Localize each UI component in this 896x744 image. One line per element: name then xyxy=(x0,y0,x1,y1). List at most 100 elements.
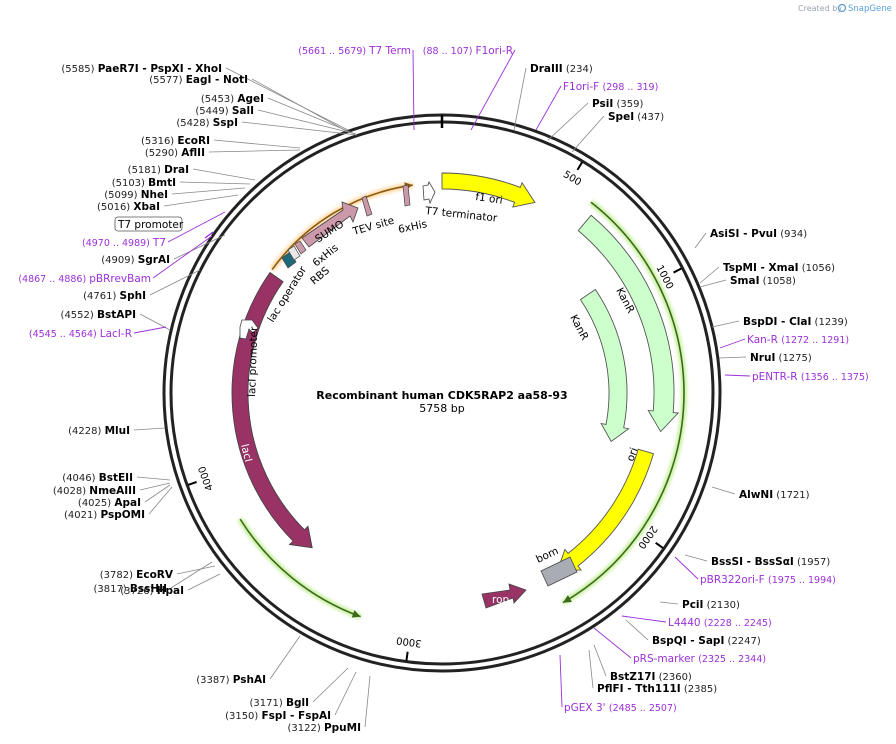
primer-label: L4440 (2228 .. 2245) xyxy=(668,617,772,629)
primer-site[interactable]: L4440 (2228 .. 2245) xyxy=(668,617,772,629)
enzyme-site[interactable]: (4552) BstAPI xyxy=(61,309,136,321)
enzyme-site[interactable]: (5316) EcoRI xyxy=(141,135,210,147)
label-t7-terminator: T7 terminator xyxy=(424,205,499,225)
feature-arcs xyxy=(231,172,687,620)
primer-site[interactable]: pBR322ori-F (1975 .. 1994) xyxy=(700,574,836,586)
label-6xhis-b: 6xHis xyxy=(397,218,428,236)
credit-prefix: Created by xyxy=(798,4,842,13)
primer-leader xyxy=(133,326,167,334)
enzyme-site[interactable]: PsiI (359) xyxy=(592,98,643,110)
enzyme-site[interactable]: (3122) PpuMI xyxy=(288,722,361,734)
enzyme-site[interactable]: (4046) BstEII xyxy=(62,472,133,484)
primer-leader xyxy=(724,374,751,377)
enzyme-site[interactable]: NruI (1275) xyxy=(750,352,812,364)
enzyme-site[interactable]: (5585) PaeR7I - PspXI - XhoI xyxy=(61,63,222,75)
enzyme-site[interactable]: (4909) SgrAI xyxy=(101,254,170,266)
enzyme-site[interactable]: PciI (2130) xyxy=(682,599,740,611)
enzyme-label: AlwNI (1721) xyxy=(739,489,810,501)
primer-leader xyxy=(559,654,563,708)
enzyme-site[interactable]: (4021) PspOMI xyxy=(64,509,145,521)
orf-green-right-head xyxy=(563,595,572,603)
enzyme-label: PflFI - Tth111I (2385) xyxy=(597,683,717,695)
feature-sumo xyxy=(301,201,359,248)
primer-leader xyxy=(719,338,746,349)
leader-line xyxy=(176,565,216,575)
leader-line xyxy=(225,67,349,131)
primer-site[interactable]: Kan-R (1272 .. 1291) xyxy=(747,334,849,346)
enzyme-site[interactable]: (5577) EagI - NotI xyxy=(149,74,248,86)
snapgene-logo-icon xyxy=(837,3,847,13)
primer-label: pBR322ori-F (1975 .. 1994) xyxy=(700,574,836,586)
enzyme-site[interactable]: (4028) NmeAIII xyxy=(53,485,136,497)
primer-label: pGEX 3' (2485 .. 2507) xyxy=(564,702,677,714)
enzyme-label: (3782) EcoRV xyxy=(100,569,174,581)
enzyme-site[interactable]: PflFI - Tth111I (2385) xyxy=(597,683,717,695)
primer-label: F1ori-F (298 .. 319) xyxy=(563,81,658,93)
enzyme-site[interactable]: (5449) SalI xyxy=(195,105,254,117)
enzyme-site[interactable]: (5428) SspI xyxy=(176,117,238,129)
tick-mark xyxy=(576,161,583,171)
enzyme-site[interactable]: (3726) HpaI xyxy=(120,585,184,597)
enzyme-site[interactable]: (3782) EcoRV xyxy=(100,569,174,581)
leader-line xyxy=(269,635,301,680)
tick-label: 500 xyxy=(561,169,583,188)
feature-f1-ori-arc xyxy=(441,172,536,208)
enzyme-label: NruI (1275) xyxy=(750,352,812,364)
primer-site[interactable]: (4970 .. 4989) T7 xyxy=(82,237,166,249)
enzyme-site[interactable]: (5103) BmtI xyxy=(112,177,176,189)
primer-leader xyxy=(167,211,226,243)
primer-site[interactable]: (5661 .. 5679) T7 Term xyxy=(298,45,411,57)
enzyme-site[interactable]: BspDI - ClaI (1239) xyxy=(743,316,848,328)
enzyme-site[interactable]: (3817) BssHII xyxy=(93,583,167,595)
primer-leader xyxy=(621,615,667,623)
leader-line xyxy=(513,67,527,131)
enzyme-site[interactable]: AsiSI - PvuI (934) xyxy=(710,228,807,240)
primer-site[interactable]: pENTR-R (1356 .. 1375) xyxy=(752,371,869,383)
enzyme-site[interactable]: AlwNI (1721) xyxy=(739,489,810,501)
leader-line xyxy=(139,482,171,491)
enzyme-label: BssSI - BssSαI (1957) xyxy=(711,556,830,568)
enzyme-site[interactable]: DraIII (234) xyxy=(530,63,593,75)
leader-line xyxy=(588,649,594,689)
enzyme-label: (4552) BstAPI xyxy=(61,309,136,321)
feature-markers xyxy=(204,181,578,609)
primer-site[interactable]: pGEX 3' (2485 .. 2507) xyxy=(564,702,677,714)
enzyme-site[interactable]: SpeI (437) xyxy=(608,111,664,123)
enzyme-site[interactable]: (4025) ApaI xyxy=(78,497,141,509)
enzyme-site[interactable]: (4761) SphI xyxy=(83,290,146,302)
enzyme-site[interactable]: TspMI - XmaI (1056) xyxy=(723,262,835,274)
enzyme-site[interactable]: (5453) AgeI xyxy=(201,93,264,105)
leader-line xyxy=(170,561,213,589)
primer-site[interactable]: (88 .. 107) F1ori-R xyxy=(423,45,513,57)
leader-line xyxy=(173,234,226,260)
leader-line xyxy=(571,115,605,153)
tick-mark xyxy=(655,542,664,549)
enzyme-site[interactable]: BssSI - BssSαI (1957) xyxy=(711,556,830,568)
enzyme-site[interactable]: (3387) PshAI xyxy=(196,674,266,686)
primer-label: pRS-marker (2325 .. 2344) xyxy=(633,653,766,665)
orf-orange-top xyxy=(271,184,413,271)
leader-line xyxy=(241,121,358,136)
enzyme-site[interactable]: (3150) FspI - FspAI xyxy=(225,710,331,722)
enzyme-site[interactable]: BstZ17I (2360) xyxy=(610,671,692,683)
enzyme-site[interactable]: (5099) NheI xyxy=(104,189,168,201)
enzyme-site[interactable]: (5016) XbaI xyxy=(97,201,160,213)
t7-promoter-box xyxy=(114,216,183,232)
enzyme-site[interactable]: BspQI - SapI (2247) xyxy=(652,635,761,647)
leader-lines xyxy=(133,49,751,728)
enzyme-site[interactable]: (5290) AflII xyxy=(145,147,205,159)
enzyme-site[interactable]: (3171) BglI xyxy=(250,697,309,709)
enzyme-label: (5585) PaeR7I - PspXI - XhoI xyxy=(61,63,222,75)
primer-site[interactable]: F1ori-F (298 .. 319) xyxy=(563,81,658,93)
enzyme-site[interactable]: (4228) MluI xyxy=(68,425,130,437)
enzyme-site[interactable]: SmaI (1058) xyxy=(730,275,796,287)
primer-site[interactable]: (4545 .. 4564) LacI-R xyxy=(29,328,132,340)
primer-site[interactable]: (4867 .. 4886) pBRrevBam xyxy=(18,273,151,285)
feature-t7-terminator xyxy=(422,181,436,205)
primer-site[interactable]: pRS-marker (2325 .. 2344) xyxy=(633,653,766,665)
enzyme-label: (4028) NmeAIII xyxy=(53,485,136,497)
leader-line xyxy=(163,194,239,207)
enzyme-site[interactable]: (5181) DraI xyxy=(128,164,189,176)
t7-promoter-marker xyxy=(204,231,214,239)
orf-green-left-head xyxy=(351,610,361,618)
